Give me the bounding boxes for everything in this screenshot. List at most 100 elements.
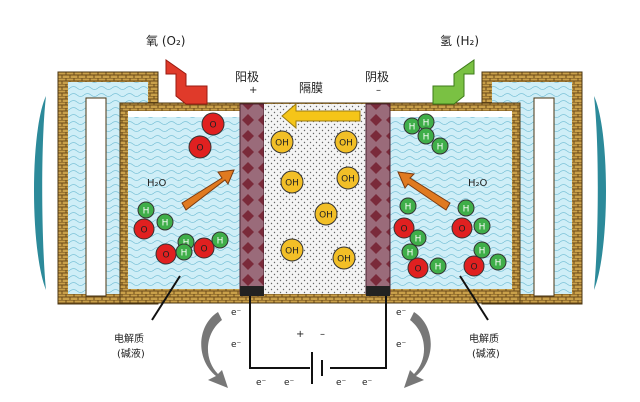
hydrogen-atom-symbol: H <box>162 219 169 229</box>
membrane-label: 隔膜 <box>299 81 324 95</box>
hydrogen-atom-symbol: H <box>479 223 486 233</box>
hydrogen-atom <box>457 199 475 217</box>
oxygen-atom-symbol: O <box>400 225 407 235</box>
cathode-terminal <box>366 286 390 296</box>
hydrogen-atom <box>409 229 427 247</box>
hydrogen-atom-symbol: H <box>217 237 224 247</box>
hydrogen-atom <box>137 201 155 219</box>
oxygen-label: 氧 (O₂) <box>146 34 186 48</box>
hydrogen-atom <box>401 243 419 261</box>
electron-label: e⁻ <box>284 378 295 388</box>
hydrogen-atom-symbol: H <box>143 207 150 217</box>
oxygen-out-arrow <box>165 59 208 105</box>
hydrogen-atom-symbol: H <box>415 235 422 245</box>
oxygen-atom-symbol: O <box>140 226 147 236</box>
hydrogen-label: 氢 (H₂) <box>440 34 480 48</box>
hydrogen-atom-symbol: H <box>423 119 430 129</box>
electron-label: e⁻ <box>362 378 373 388</box>
oxygen-atom-symbol: O <box>470 263 477 273</box>
oxygen-atom-symbol: O <box>209 121 216 131</box>
hydroxide-ion <box>314 202 338 226</box>
oxygen-atom-symbol: O <box>414 265 421 275</box>
hydrogen-out-arrow <box>432 59 475 105</box>
ion-flow-arrow <box>281 102 361 130</box>
hydrogen-atom <box>399 197 417 215</box>
oxygen-atom <box>451 217 473 239</box>
electron-label: e⁻ <box>256 378 267 388</box>
external-circuit <box>249 296 387 369</box>
hydrogen-atom-symbol: H <box>435 263 442 273</box>
electrolyte-left-note: (碱液) <box>117 349 145 360</box>
electrolyte-right-label: 电解质 <box>469 334 499 345</box>
oxygen-atom-symbol: O <box>458 225 465 235</box>
battery-minus-label: – <box>320 329 325 340</box>
hydroxide-ion <box>336 166 360 190</box>
hydroxide-ion <box>280 238 304 262</box>
cathode-electrode <box>365 103 391 295</box>
oxygen-atom-symbol: O <box>162 251 169 261</box>
anode-electrode <box>239 103 265 295</box>
hydrogen-atom-symbol: H <box>405 203 412 213</box>
left-circulation-arrow <box>201 312 228 388</box>
anode-terminal <box>240 286 264 296</box>
hydrogen-atom-symbol: H <box>409 123 416 133</box>
hydrogen-atom <box>156 213 174 231</box>
electrolyte-right-note: (碱液) <box>472 349 500 360</box>
right-gas-arrow <box>397 171 451 211</box>
oxygen-atom <box>188 135 212 159</box>
cathode-label: 阴极 <box>365 70 390 84</box>
hydroxide-ion <box>332 246 356 270</box>
oxygen-atom <box>407 257 429 279</box>
hydrogen-atom <box>211 231 229 249</box>
oxygen-atom-symbol: O <box>196 144 203 154</box>
water-left-label: H₂O <box>147 178 167 189</box>
electron-label: e⁻ <box>396 308 407 318</box>
right-flow-swirl <box>594 96 606 290</box>
hydrogen-atom-symbol: H <box>437 143 444 153</box>
hydroxide-ion-symbol: OH <box>319 211 333 221</box>
hydroxide-ion-symbol: OH <box>275 139 289 149</box>
oxygen-atom <box>133 218 155 240</box>
hydrogen-atom <box>473 241 491 259</box>
right-circulation-arrow <box>404 312 431 388</box>
hydrogen-atom-symbol: H <box>479 247 486 257</box>
anode-polarity: + <box>249 85 258 96</box>
oxygen-atom <box>393 217 415 239</box>
hydroxide-ion-symbol: OH <box>337 255 351 265</box>
anode-label: 阳极 <box>235 70 260 84</box>
hydrogen-atom-symbol: H <box>181 249 188 259</box>
cathode-polarity: – <box>376 85 381 96</box>
battery-plus-label: + <box>296 329 305 340</box>
hydroxide-ion-symbol: OH <box>285 247 299 257</box>
left-electrolyte-pointer <box>151 275 181 321</box>
hydroxide-ion <box>280 170 304 194</box>
hydroxide-ion <box>334 130 358 154</box>
electron-label: e⁻ <box>396 340 407 350</box>
hydrogen-atom-symbol: H <box>423 133 430 143</box>
hydrogen-atom-symbol: H <box>407 249 414 259</box>
water-right-label: H₂O <box>468 178 488 189</box>
oxygen-atom <box>463 255 485 277</box>
hydrogen-atom <box>489 253 507 271</box>
electron-label: e⁻ <box>336 378 347 388</box>
hydrogen-atom <box>175 243 193 261</box>
left-flow-swirl <box>34 96 46 290</box>
hydroxide-ion-symbol: OH <box>339 139 353 149</box>
oxygen-atom-symbol: O <box>200 245 207 255</box>
hydrogen-atom-symbol: H <box>463 205 470 215</box>
hydroxide-ion-symbol: OH <box>341 175 355 185</box>
hydroxide-ion-symbol: OH <box>285 179 299 189</box>
left-gas-arrow <box>181 169 235 211</box>
electron-label: e⁻ <box>231 340 242 350</box>
hydrogen-atom <box>417 127 435 145</box>
oxygen-atom <box>201 112 225 136</box>
battery-symbol <box>311 352 323 384</box>
oxygen-atom <box>193 237 215 259</box>
hydrogen-atom <box>429 257 447 275</box>
hydrogen-atom-symbol: H <box>183 239 190 249</box>
electrolyte-left-label: 电解质 <box>114 334 144 345</box>
hydrogen-atom-symbol: H <box>495 259 502 269</box>
electron-label: e⁻ <box>231 308 242 318</box>
